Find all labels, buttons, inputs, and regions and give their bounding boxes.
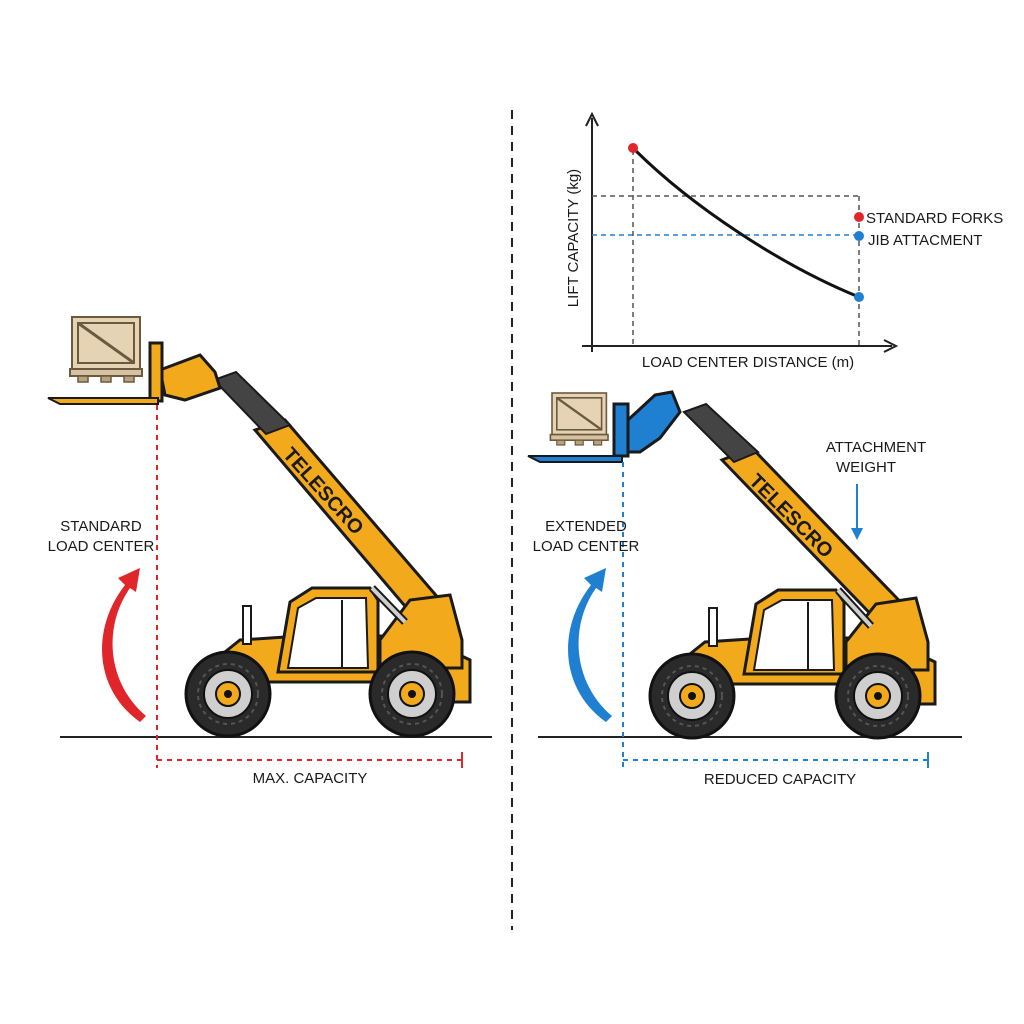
- weight-arrowhead: [851, 528, 863, 540]
- graph-ylabel: LIFT CAPACITY (kg): [565, 169, 582, 307]
- capacity-curve: [631, 146, 860, 299]
- capacity-label: REDUCED CAPACITY: [704, 771, 856, 788]
- tipping-arrow-red: [102, 568, 146, 722]
- hydraulic-ram-rod: [836, 588, 873, 628]
- boom-inner-section: [682, 402, 760, 464]
- weight-label-line1: ATTACHMENT: [826, 439, 926, 456]
- jib-point: [854, 292, 864, 302]
- cab-window: [752, 599, 836, 671]
- load-crate: [68, 315, 144, 384]
- load-center-label-line2: LOAD CENTER: [48, 538, 155, 555]
- jib-forks: [527, 455, 623, 463]
- graph-y-axis-arrow: [585, 111, 599, 127]
- fork-carriage: [148, 341, 164, 403]
- front-wheel: [184, 650, 272, 738]
- exhaust-pipe: [708, 607, 718, 647]
- graph-x-axis-arrow: [883, 339, 899, 353]
- exhaust-pipe: [242, 605, 252, 645]
- boom-brand: TELESCRO: [278, 444, 367, 540]
- legend-jib-marker: [854, 231, 864, 241]
- load-center-label-line1: EXTENDED: [545, 518, 627, 535]
- boom-brand: TELESCRO: [744, 470, 837, 563]
- rear-wheel: [834, 652, 922, 740]
- load-center-label-line1: STANDARD: [60, 518, 142, 535]
- boom-head: [158, 353, 222, 402]
- load-center-label-line2: LOAD CENTER: [533, 538, 640, 555]
- legend-jib-label: JIB ATTACMENT: [868, 232, 982, 249]
- right-telehandler: TELESCRO: [527, 390, 962, 740]
- jib-attachment: [624, 390, 682, 454]
- load-crate: [549, 391, 610, 447]
- jib-carriage: [612, 402, 630, 458]
- graph-xlabel: LOAD CENTER DISTANCE (m): [642, 354, 854, 371]
- front-wheel: [648, 652, 736, 740]
- capacity-label: MAX. CAPACITY: [253, 770, 368, 787]
- left-telehandler: TELESCRO: [47, 315, 492, 738]
- boom-inner-section: [212, 370, 292, 436]
- tipping-arrow-blue: [568, 568, 612, 722]
- rear-wheel: [368, 650, 456, 738]
- cab-window: [286, 597, 370, 669]
- weight-label-line2: WEIGHT: [836, 459, 896, 476]
- standard-point: [628, 143, 638, 153]
- hydraulic-ram-rod: [370, 586, 407, 624]
- legend-standard-marker: [854, 212, 864, 222]
- capacity-graph: STANDARD FORKS JIB ATTACMENT LIFT CAPACI…: [565, 111, 1003, 371]
- forks: [47, 397, 159, 405]
- legend-standard-label: STANDARD FORKS: [866, 210, 1003, 227]
